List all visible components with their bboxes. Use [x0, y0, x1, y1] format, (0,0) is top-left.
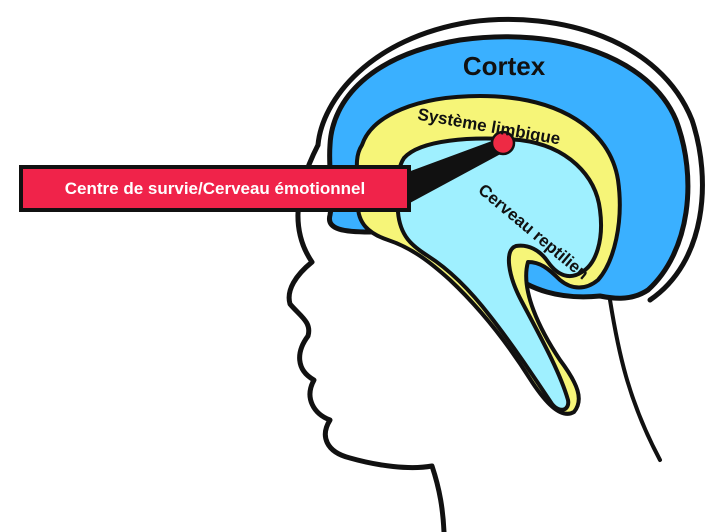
callout-label: Centre de survie/Cerveau émotionnel: [64, 178, 366, 198]
head-outline: [286, 142, 447, 532]
survival-center-callout: Centre de survie/Cerveau émotionnel: [19, 165, 411, 212]
skull-outline: [315, 17, 705, 303]
reptilian-region: [394, 136, 603, 412]
neck-outline: [608, 298, 662, 462]
pointer-wedge: [408, 138, 508, 204]
cortex-label: Cortex: [463, 51, 546, 81]
emotional-center-marker: [490, 130, 516, 156]
